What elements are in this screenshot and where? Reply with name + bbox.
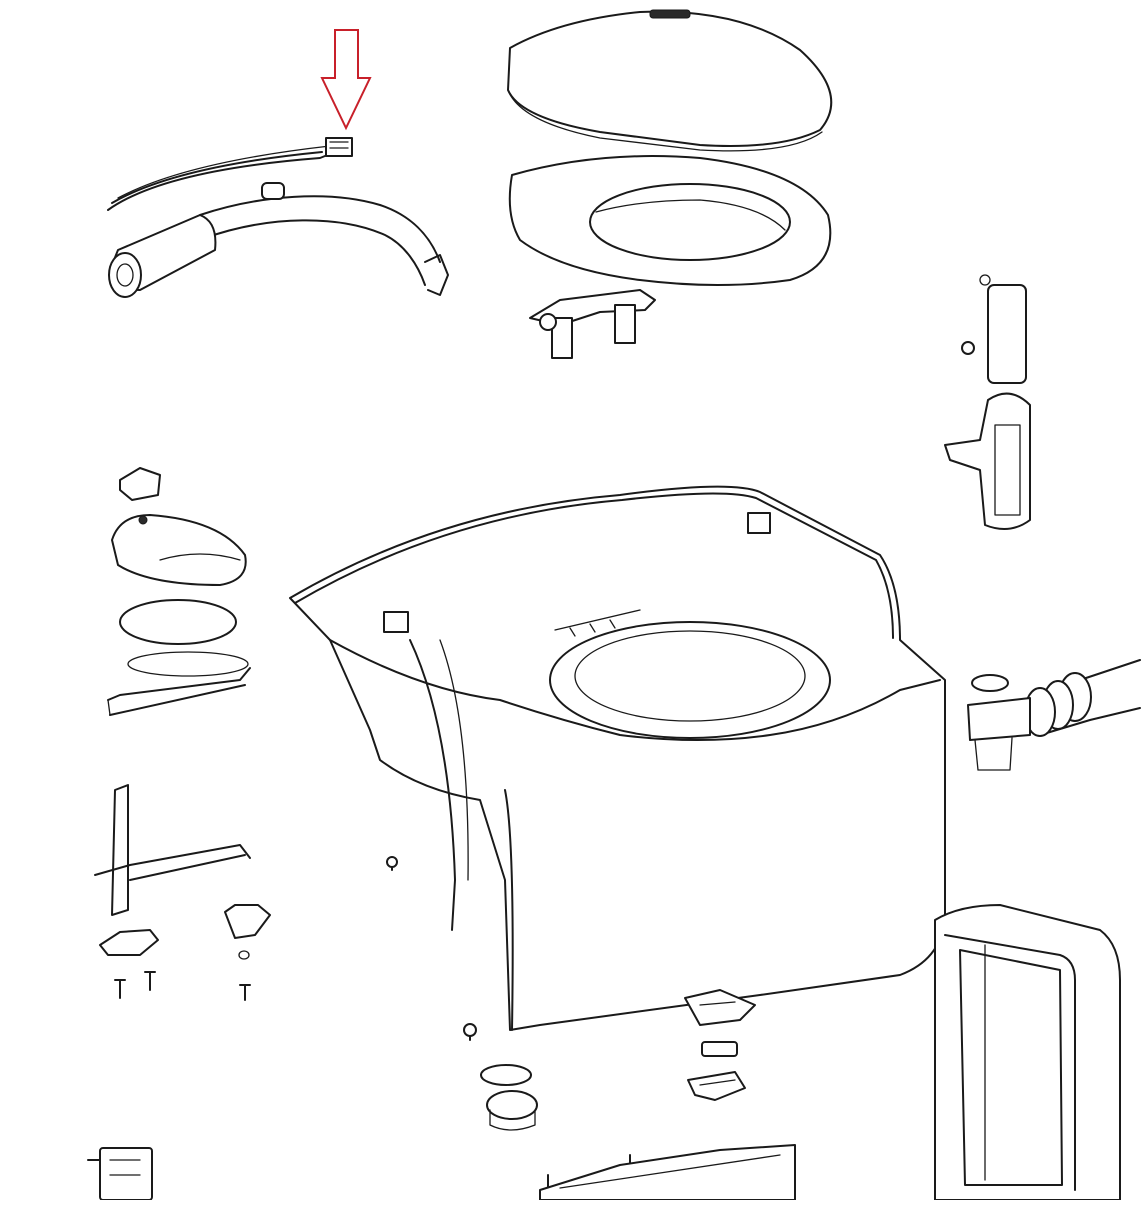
valve-blade-handle	[94, 784, 271, 960]
toilet-lid	[507, 9, 833, 152]
highlight-arrow-icon	[320, 29, 372, 131]
seat-hinge	[529, 289, 656, 359]
clip-part	[87, 1147, 153, 1201]
seal-rings	[480, 1064, 538, 1131]
flush-button-assembly	[107, 467, 251, 716]
toilet-seat	[508, 155, 832, 286]
drain-connector-with-bellows	[967, 659, 1141, 771]
bowl-shroud-housing	[289, 485, 946, 1031]
wiring-harness-and-pump	[107, 137, 449, 298]
ventilation-grille	[684, 989, 756, 1101]
base-panel	[539, 1144, 796, 1201]
water-level-indicator	[944, 274, 1031, 530]
cassette-door	[934, 904, 1121, 1201]
mounting-screws	[114, 856, 761, 1196]
